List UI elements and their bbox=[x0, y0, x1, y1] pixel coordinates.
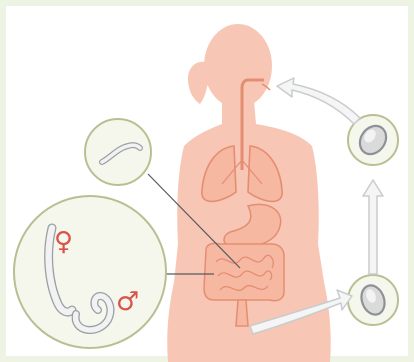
egg-inset-bottom bbox=[348, 275, 398, 325]
adult-worms-inset: ♀ ♂ bbox=[14, 196, 166, 348]
larva-inset bbox=[85, 119, 151, 185]
rectum bbox=[236, 300, 248, 326]
male-symbol: ♂ bbox=[116, 287, 139, 317]
female-symbol: ♀ bbox=[54, 227, 73, 257]
head bbox=[204, 24, 272, 108]
